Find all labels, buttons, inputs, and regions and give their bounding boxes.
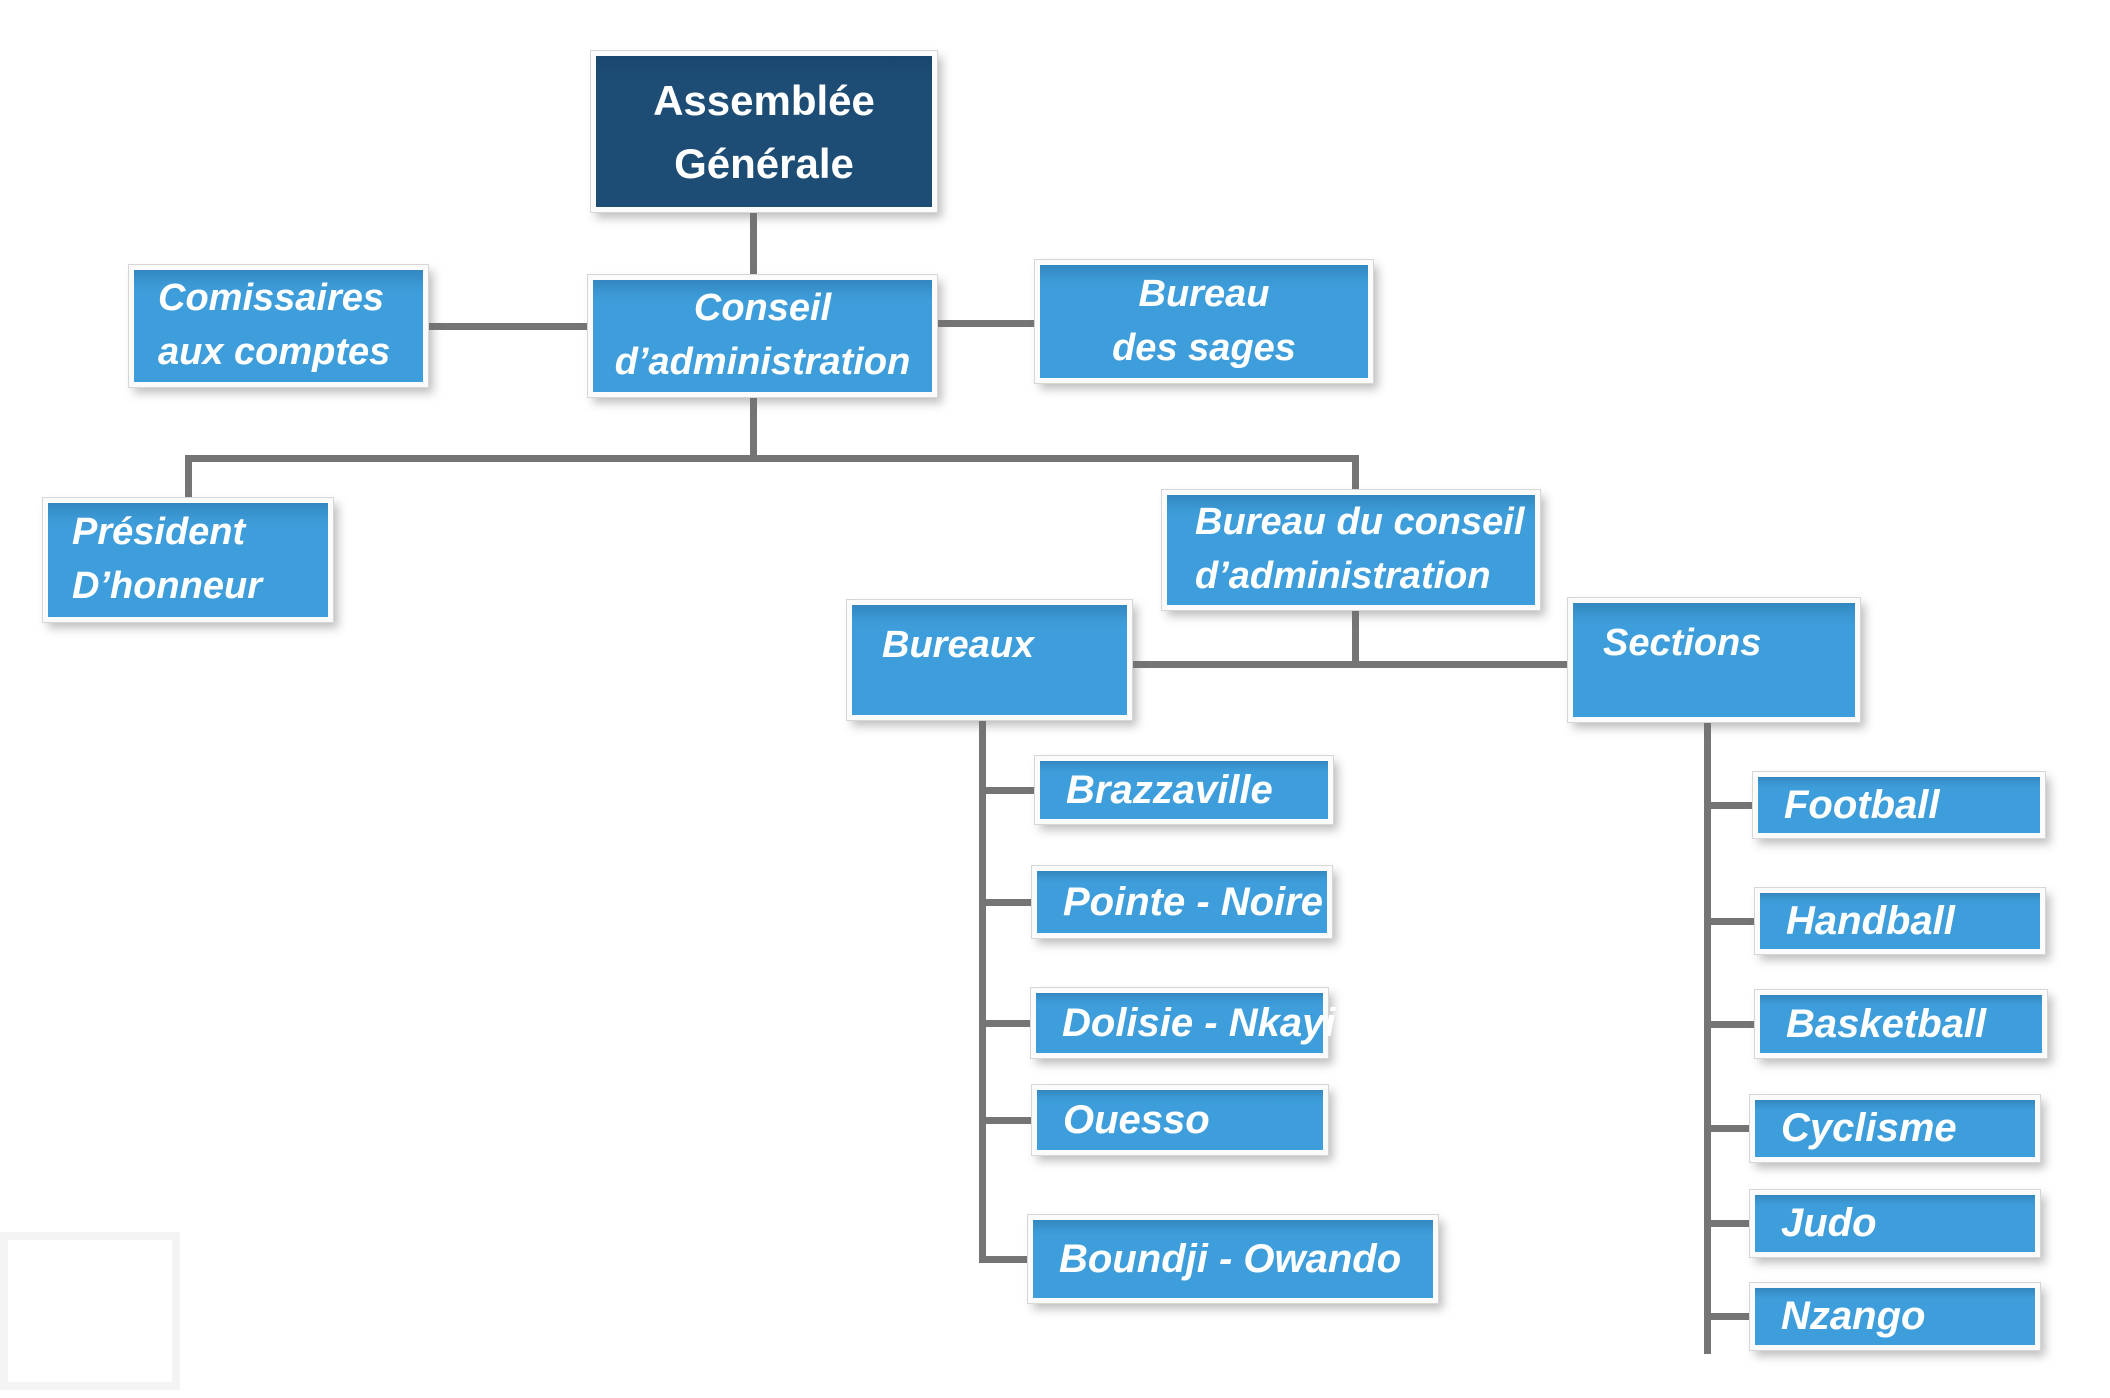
connector-assemblee-conseil — [750, 212, 757, 275]
node-assemblee-generale: Assemblée Générale — [591, 51, 937, 212]
connector-stub-boundji-owando — [979, 1256, 1028, 1263]
node-sections: Sections — [1568, 598, 1860, 722]
node-football-label: Football — [1784, 782, 1940, 827]
node-conseil-administration: Conseil d’administration — [588, 275, 937, 397]
node-comissaires-line1: Comissaires — [158, 277, 385, 320]
node-cyclisme: Cyclisme — [1750, 1095, 2040, 1162]
node-cyclisme-label: Cyclisme — [1781, 1106, 1957, 1151]
node-nzango-label: Nzango — [1781, 1294, 1926, 1339]
connector-stub-dolisie-nkayi — [979, 1020, 1035, 1027]
node-bureau-sages-line1: Bureau — [1138, 272, 1270, 315]
node-conseil-line1: Conseil — [693, 287, 832, 330]
node-handball: Handball — [1755, 888, 2045, 954]
connector-sections-trunk — [1704, 722, 1711, 1354]
node-dolisie-nkayi-label: Dolisie - Nkayi — [1062, 1000, 1336, 1045]
node-dolisie-nkayi: Dolisie - Nkayi — [1031, 988, 1335, 1058]
node-handball-label: Handball — [1786, 898, 1955, 943]
node-nzango: Nzango — [1750, 1283, 2040, 1350]
node-president-line1: Président — [72, 511, 246, 554]
node-assemblee-line2: Générale — [674, 139, 854, 187]
node-football: Football — [1753, 772, 2045, 838]
node-comissaires-line2: aux comptes — [158, 331, 391, 373]
connector-conseil-down — [750, 397, 757, 458]
node-boundji-owando: Boundji - Owando — [1028, 1215, 1438, 1303]
node-president-honneur: Président D’honneur — [43, 498, 333, 622]
connector-stub-cyclisme — [1704, 1125, 1750, 1132]
connector-stub-brazzaville — [979, 787, 1035, 794]
node-bureau-sages-line2: des sages — [1112, 326, 1296, 369]
connector-tbar-to-bureau-conseil — [1352, 455, 1359, 490]
node-president-line2: D’honneur — [72, 565, 262, 607]
node-basketball-label: Basketball — [1786, 1001, 1987, 1046]
node-brazzaville-label: Brazzaville — [1066, 767, 1273, 812]
node-judo-label: Judo — [1781, 1201, 1877, 1246]
connector-bureaux-trunk — [979, 720, 986, 1263]
connector-stub-pointe-noire — [979, 899, 1035, 906]
connector-stub-nzango — [1704, 1313, 1750, 1320]
connector-tbar-horizontal — [185, 455, 1359, 462]
node-ouesso-label: Ouesso — [1063, 1097, 1210, 1142]
connector-bureaux-sections — [1132, 661, 1568, 668]
connector-comissaires-conseil — [428, 323, 588, 330]
node-judo: Judo — [1750, 1190, 2040, 1257]
node-bureau-conseil-line1: Bureau du conseil — [1195, 501, 1525, 544]
node-comissaires-aux-comptes: Comissaires aux comptes — [129, 265, 428, 387]
node-bureau-conseil-line2: d’administration — [1195, 555, 1491, 597]
connector-stub-ouesso — [979, 1117, 1035, 1124]
node-assemblee-line1: Assemblée — [653, 76, 875, 124]
node-pointe-noire: Pointe - Noire — [1032, 866, 1332, 938]
node-pointe-noire-label: Pointe - Noire — [1063, 879, 1324, 924]
faint-artifact-box — [0, 1232, 180, 1390]
connector-tbar-to-president — [185, 455, 192, 498]
connector-stub-football — [1704, 802, 1753, 809]
connector-stub-basketball — [1704, 1021, 1755, 1028]
connector-conseil-sages — [937, 320, 1035, 327]
connector-stub-judo — [1704, 1220, 1750, 1227]
connector-bureau-conseil-down — [1352, 610, 1359, 668]
node-ouesso: Ouesso — [1032, 1085, 1328, 1155]
node-conseil-line2: d’administration — [614, 341, 911, 383]
node-brazzaville: Brazzaville — [1035, 756, 1333, 824]
node-basketball: Basketball — [1755, 990, 2047, 1058]
node-bureaux: Bureaux — [847, 600, 1132, 720]
node-sections-label: Sections — [1603, 622, 1762, 664]
node-bureau-du-conseil: Bureau du conseil d’administration — [1162, 490, 1540, 610]
node-bureau-des-sages: Bureau des sages — [1035, 260, 1373, 383]
node-boundji-owando-label: Boundji - Owando — [1059, 1236, 1402, 1281]
node-bureaux-label: Bureaux — [882, 624, 1035, 666]
connector-stub-handball — [1704, 918, 1755, 925]
